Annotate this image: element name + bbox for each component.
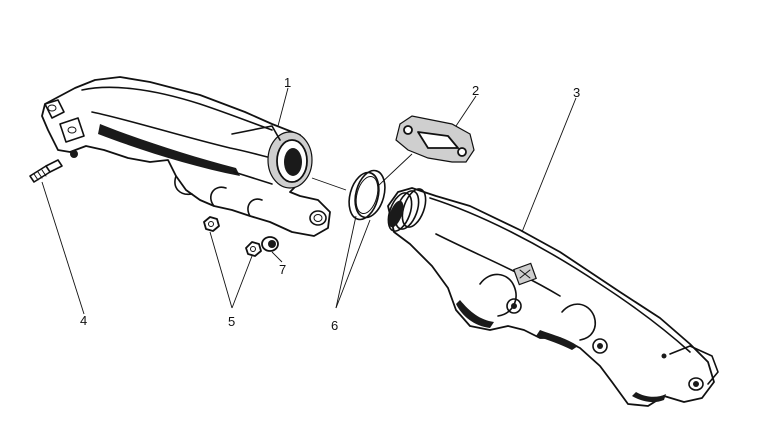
front-exhaust-manifold	[41, 76, 331, 237]
flange-gasket	[395, 115, 475, 163]
leader-5a	[209, 231, 233, 309]
leader-3	[521, 97, 577, 233]
rear-exhaust-manifold	[387, 187, 719, 407]
leader-1	[277, 87, 289, 127]
callout-6: 6	[331, 318, 338, 333]
nut-upper	[203, 216, 220, 232]
callout-5: 5	[228, 314, 235, 329]
leader-7	[271, 251, 283, 263]
leader-6b	[335, 219, 371, 309]
callout-2: 2	[472, 83, 479, 98]
callout-4: 4	[80, 313, 87, 328]
spacer-sleeve	[261, 236, 279, 252]
nut-lower	[245, 241, 262, 257]
leader-2	[455, 95, 477, 127]
stud-bolt	[29, 159, 63, 183]
leader-ring-gasket	[377, 153, 413, 187]
leader-lines	[41, 87, 577, 315]
sealing-rings	[348, 169, 386, 221]
leader-pipe-ring	[311, 177, 347, 191]
callout-3: 3	[573, 85, 580, 100]
callout-1: 1	[284, 75, 291, 90]
leader-6a	[335, 215, 357, 309]
callout-labels: 1 2 3 4 5 6 7	[80, 75, 580, 333]
callout-7: 7	[279, 262, 286, 277]
leader-4	[41, 181, 85, 315]
leader-5b	[231, 255, 253, 309]
